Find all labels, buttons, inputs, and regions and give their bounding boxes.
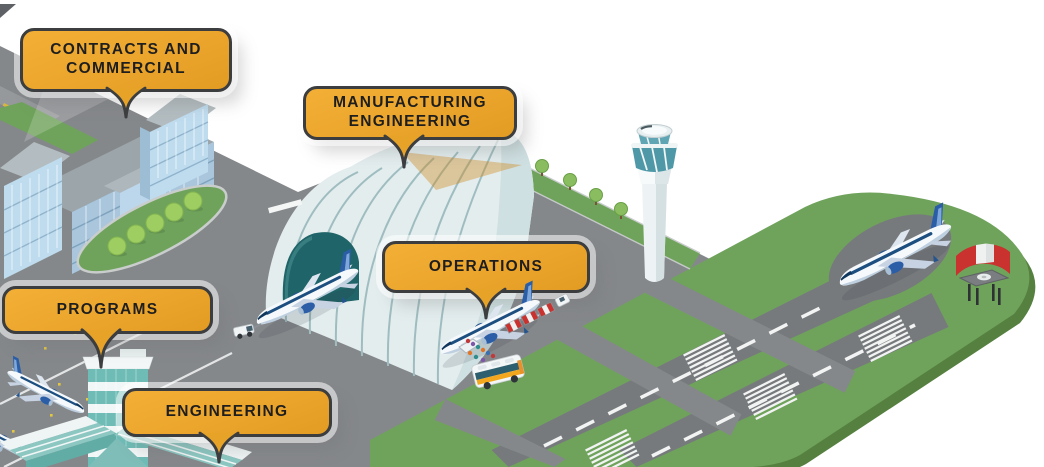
callout-beam bbox=[24, 88, 126, 142]
runway-centerline bbox=[543, 301, 831, 448]
green-verge bbox=[0, 102, 98, 154]
callout-operations[interactable]: OPERATIONS bbox=[382, 241, 590, 320]
callout-bubble: CONTRACTS AND COMMERCIAL bbox=[20, 28, 232, 92]
callout-tail bbox=[383, 134, 425, 169]
callout-label: MANUFACTURING ENGINEERING bbox=[333, 94, 487, 130]
callout-label: ENGINEERING bbox=[165, 403, 289, 421]
dark-road-corner bbox=[0, 4, 16, 18]
callout-bubble: ENGINEERING bbox=[122, 388, 332, 437]
callout-tail bbox=[465, 287, 507, 320]
callout-bubble: PROGRAMS bbox=[2, 286, 213, 334]
landscaped-oval bbox=[76, 184, 228, 274]
taxiway-connector bbox=[634, 266, 856, 393]
callout-contracts-and-commercial[interactable]: CONTRACTS AND COMMERCIAL bbox=[20, 28, 232, 119]
taxiway-connector bbox=[434, 399, 566, 467]
callout-manufacturing-engineering[interactable]: MANUFACTURING ENGINEERING bbox=[303, 86, 517, 169]
callout-tail bbox=[105, 86, 147, 119]
callout-tail bbox=[198, 431, 240, 464]
callout-label: CONTRACTS AND COMMERCIAL bbox=[50, 41, 202, 77]
callout-label: PROGRAMS bbox=[56, 300, 159, 318]
airfield bbox=[370, 192, 1036, 467]
control-tower bbox=[631, 124, 678, 282]
callout-tail bbox=[80, 328, 122, 369]
terminal-building bbox=[0, 319, 252, 467]
windsock-screen bbox=[956, 243, 1010, 305]
callout-programs[interactable]: PROGRAMS bbox=[2, 286, 213, 369]
callout-bubble: MANUFACTURING ENGINEERING bbox=[303, 86, 517, 140]
taxiway-connector bbox=[544, 311, 742, 436]
pushback-tug bbox=[232, 323, 255, 339]
callout-beam bbox=[402, 152, 522, 190]
callout-engineering[interactable]: ENGINEERING bbox=[122, 388, 332, 464]
callout-bubble: OPERATIONS bbox=[382, 241, 590, 293]
callout-label: OPERATIONS bbox=[428, 257, 544, 275]
